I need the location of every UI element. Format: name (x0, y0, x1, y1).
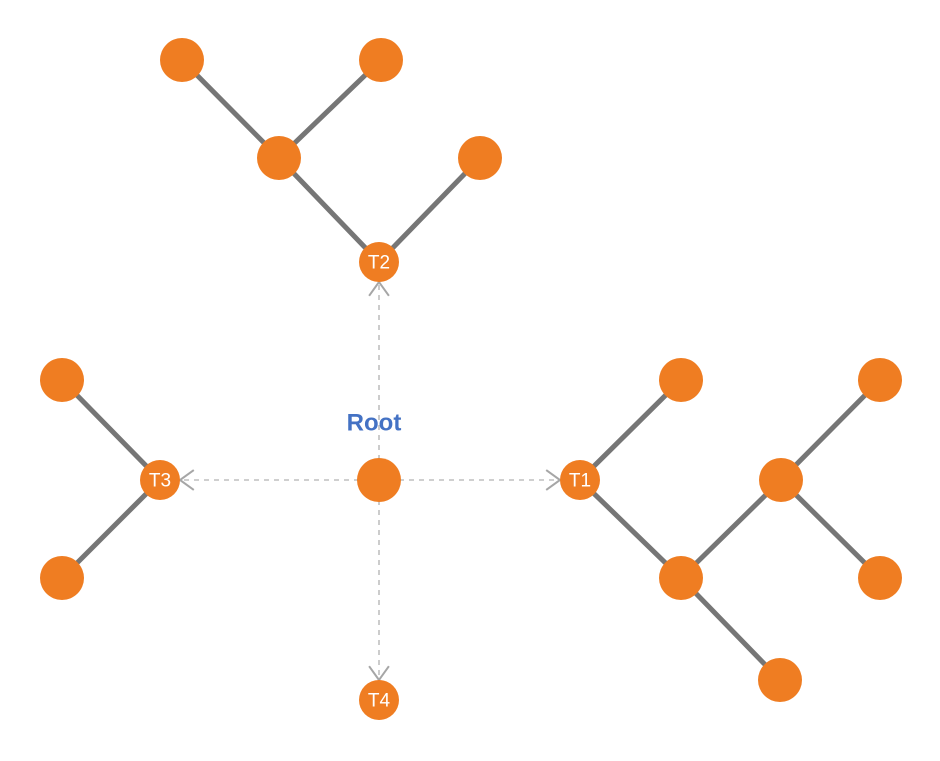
node-t2-d[interactable] (359, 38, 403, 82)
solid-edge-t1b-t1c (692, 491, 770, 567)
node-circle-t1-f[interactable] (758, 658, 802, 702)
node-t3[interactable]: T3 (140, 460, 180, 500)
node-t3-b[interactable] (40, 556, 84, 600)
node-t1-f[interactable] (758, 658, 802, 702)
node-circle-t2[interactable] (359, 242, 399, 282)
solid-edge-t2-t2b (389, 169, 469, 252)
dashed-edge-layer (160, 262, 580, 700)
root-caption-label: Root (347, 410, 402, 437)
node-t2-b[interactable] (458, 136, 502, 180)
solid-edge-t1b-t1f (692, 589, 769, 669)
solid-edge-t1c-t1e (792, 491, 869, 567)
node-circle-root[interactable] (357, 458, 401, 502)
node-t1-a[interactable] (659, 358, 703, 402)
solid-edge-t2a-t2d (290, 71, 370, 147)
node-circle-t2-c[interactable] (160, 38, 204, 82)
node-circle-t2-b[interactable] (458, 136, 502, 180)
node-t1-b[interactable] (659, 556, 703, 600)
solid-edge-layer (73, 71, 869, 669)
node-t1-e[interactable] (858, 556, 902, 600)
node-circle-t1-d[interactable] (858, 358, 902, 402)
node-t2[interactable]: T2 (359, 242, 399, 282)
node-circle-t1-c[interactable] (759, 458, 803, 502)
node-circle-t2-a[interactable] (257, 136, 301, 180)
node-circle-t4[interactable] (359, 680, 399, 720)
node-circle-t2-d[interactable] (359, 38, 403, 82)
node-t1-c[interactable] (759, 458, 803, 502)
node-t3-a[interactable] (40, 358, 84, 402)
solid-edge-t1-t1b (590, 490, 670, 567)
node-t2-a[interactable] (257, 136, 301, 180)
node-t4[interactable]: T4 (359, 680, 399, 720)
node-circle-t1-e[interactable] (858, 556, 902, 600)
node-circle-t1[interactable] (560, 460, 600, 500)
node-circle-t1-a[interactable] (659, 358, 703, 402)
solid-edge-t2-t2a (290, 169, 370, 252)
node-t1-d[interactable] (858, 358, 902, 402)
solid-edge-t1c-t1d (792, 391, 869, 469)
caption-layer: Root (347, 410, 402, 437)
node-circle-t3-a[interactable] (40, 358, 84, 402)
solid-edge-t2a-t2c (193, 71, 268, 147)
solid-edge-t3-t3b (73, 490, 150, 567)
node-root[interactable] (357, 458, 401, 502)
solid-edge-t1-t1a (590, 391, 670, 470)
node-circle-t3-b[interactable] (40, 556, 84, 600)
node-circle-t3[interactable] (140, 460, 180, 500)
node-t1[interactable]: T1 (560, 460, 600, 500)
solid-edge-t3-t3a (73, 391, 150, 470)
node-t2-c[interactable] (160, 38, 204, 82)
node-circle-t1-b[interactable] (659, 556, 703, 600)
